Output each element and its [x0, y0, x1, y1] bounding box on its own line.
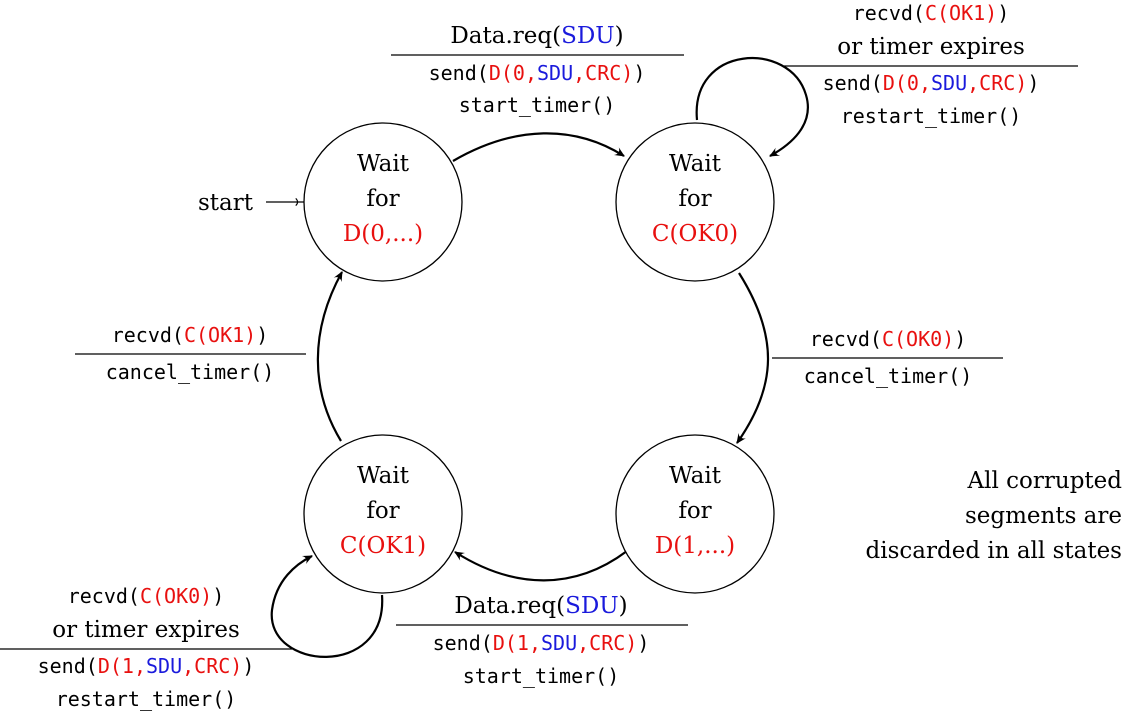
- state-text: for: [366, 186, 399, 212]
- event-text: recvd(C(OK0)): [68, 584, 225, 608]
- state-text: for: [678, 498, 711, 524]
- state-condition: D(1,...): [655, 533, 735, 559]
- corrupted-segments-note: All corrupted segments are discarded in …: [866, 468, 1123, 564]
- action-text: send(D(0,SDU,CRC)): [429, 61, 646, 85]
- note-text: All corrupted: [967, 468, 1123, 494]
- label-top-transition: Data.req(SDU) send(D(0,SDU,CRC)) start_t…: [391, 23, 684, 117]
- edge-self-ok0: [695, 57, 809, 157]
- state-wait-d1: Wait for D(1,...): [615, 434, 775, 594]
- state-text: Wait: [669, 463, 722, 489]
- edge-ok0-to-d1: [736, 272, 770, 444]
- state-text: Wait: [357, 151, 410, 177]
- state-condition: C(OK1): [340, 533, 426, 559]
- event-text: recvd(C(OK1)): [112, 323, 269, 347]
- state-wait-ok1: Wait for C(OK1): [303, 434, 463, 594]
- note-text: segments are: [965, 503, 1122, 529]
- edge-ok1-to-d0: [316, 271, 343, 442]
- event-text: or timer expires: [52, 617, 240, 643]
- event-text: Data.req(SDU): [454, 593, 627, 619]
- edge-d0-to-ok0: [452, 132, 625, 162]
- action-text: send(D(1,SDU,CRC)): [38, 654, 255, 678]
- label-left-transition: recvd(C(OK1)) cancel_timer(): [75, 323, 306, 384]
- state-condition: D(0,...): [343, 221, 423, 247]
- action-text: restart_timer(): [841, 104, 1022, 128]
- state-wait-ok0: Wait for C(OK0): [615, 122, 775, 282]
- action-text: restart_timer(): [56, 687, 237, 711]
- state-text: for: [678, 186, 711, 212]
- edge-d1-to-ok1: [454, 550, 628, 582]
- action-text: cancel_timer(): [106, 360, 275, 384]
- note-text: discarded in all states: [866, 538, 1122, 564]
- label-self-loop-ok0: recvd(C(OK1)) or timer expires send(D(0,…: [784, 1, 1078, 128]
- label-right-transition: recvd(C(OK0)) cancel_timer(): [772, 327, 1003, 388]
- label-bottom-transition: Data.req(SDU) send(D(1,SDU,CRC)) start_t…: [396, 593, 688, 688]
- state-text: Wait: [357, 463, 410, 489]
- event-text: recvd(C(OK0)): [810, 327, 967, 351]
- action-text: cancel_timer(): [804, 364, 973, 388]
- state-wait-d0: Wait for D(0,...): [303, 122, 463, 282]
- event-text: or timer expires: [837, 34, 1025, 60]
- edge-self-ok1: [270, 555, 384, 658]
- action-text: start_timer(): [463, 664, 620, 688]
- event-text: Data.req(SDU): [450, 23, 623, 49]
- state-text: for: [366, 498, 399, 524]
- action-text: send(D(0,SDU,CRC)): [823, 71, 1040, 95]
- event-text: recvd(C(OK1)): [853, 1, 1010, 25]
- action-text: send(D(1,SDU,CRC)): [433, 631, 650, 655]
- start-label: start: [198, 190, 254, 216]
- action-text: start_timer(): [459, 93, 616, 117]
- state-condition: C(OK0): [652, 221, 738, 247]
- label-self-loop-ok1: recvd(C(OK0)) or timer expires send(D(1,…: [0, 584, 292, 711]
- state-text: Wait: [669, 151, 722, 177]
